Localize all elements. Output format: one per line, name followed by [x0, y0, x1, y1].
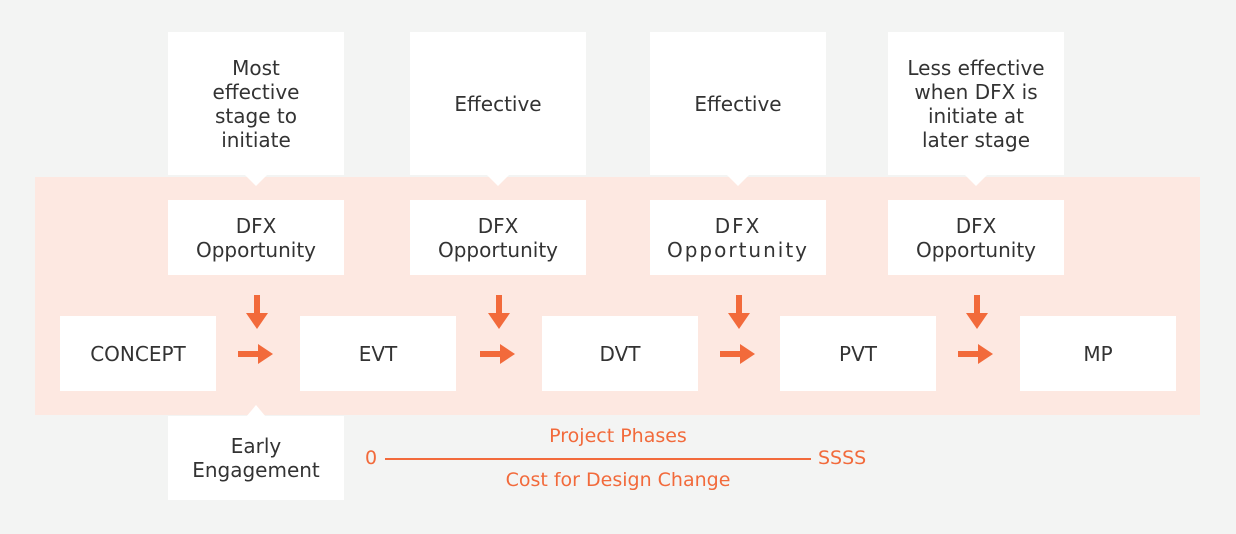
- cost-design-change-label: Cost for Design Change: [505, 469, 731, 491]
- scale-line: [385, 458, 811, 460]
- early-engagement-line2: Engagement: [192, 458, 320, 482]
- scale-end-label: SSSS: [818, 447, 867, 469]
- arrow-right-icon: [720, 344, 755, 364]
- arrow-down-icon: [246, 295, 268, 329]
- phase-dvt: DVT: [542, 316, 698, 391]
- arrow-down-icon: [728, 295, 750, 329]
- arrow-down-icon: [488, 295, 510, 329]
- phase-concept: CONCEPT: [60, 316, 216, 391]
- arrow-right-icon: [238, 344, 273, 364]
- phase-concept-label: CONCEPT: [90, 341, 186, 366]
- dfx-opportunity-label: DFX: [955, 213, 997, 238]
- callout-pvt: Less effective when DFX is initiate at l…: [888, 32, 1064, 186]
- dfx-opportunity-dvt: DFX Opportunity: [650, 200, 826, 275]
- dfx-opportunity-concept: DFX Opportunity: [168, 200, 344, 275]
- dfx-opportunity-label: DFX: [714, 213, 762, 238]
- arrow-right-icon: [958, 344, 993, 364]
- phase-mp-label: MP: [1083, 341, 1113, 366]
- callout-dvt-text: Effective: [694, 91, 782, 116]
- callout-pvt-text: Less effective when DFX is initiate at l…: [907, 55, 1045, 152]
- callout-concept-text: Most effective stage to initiate: [212, 55, 300, 152]
- phase-evt: EVT: [300, 316, 456, 391]
- dfx-opportunity-sublabel: Opportunity: [666, 237, 810, 262]
- phase-mp: MP: [1020, 316, 1176, 391]
- callout-evt: Effective: [410, 32, 586, 186]
- phase-dvt-label: DVT: [599, 341, 641, 366]
- phase-evt-label: EVT: [358, 341, 398, 366]
- phase-pvt-label: PVT: [839, 341, 877, 366]
- scale-start-label: 0: [365, 447, 378, 469]
- callout-evt-text: Effective: [454, 91, 542, 116]
- dfx-opportunity-pvt: DFX Opportunity: [888, 200, 1064, 275]
- dfx-opportunity-sublabel: Opportunity: [195, 237, 317, 262]
- callout-concept: Most effective stage to initiate: [168, 32, 344, 186]
- dfx-opportunity-sublabel: Opportunity: [915, 237, 1037, 262]
- early-engagement-box: Early Engagement: [168, 405, 344, 500]
- callout-dvt: Effective: [650, 32, 826, 186]
- arrow-down-icon: [966, 295, 988, 329]
- early-engagement-line1: Early: [230, 434, 282, 458]
- project-phases-label: Project Phases: [549, 425, 687, 447]
- arrow-right-icon: [480, 344, 515, 364]
- dfx-opportunity-evt: DFX Opportunity: [410, 200, 586, 275]
- dfx-opportunity-label: DFX: [235, 213, 277, 238]
- dfx-opportunity-label: DFX: [477, 213, 519, 238]
- phase-pvt: PVT: [780, 316, 936, 391]
- dfx-opportunity-sublabel: Opportunity: [437, 237, 559, 262]
